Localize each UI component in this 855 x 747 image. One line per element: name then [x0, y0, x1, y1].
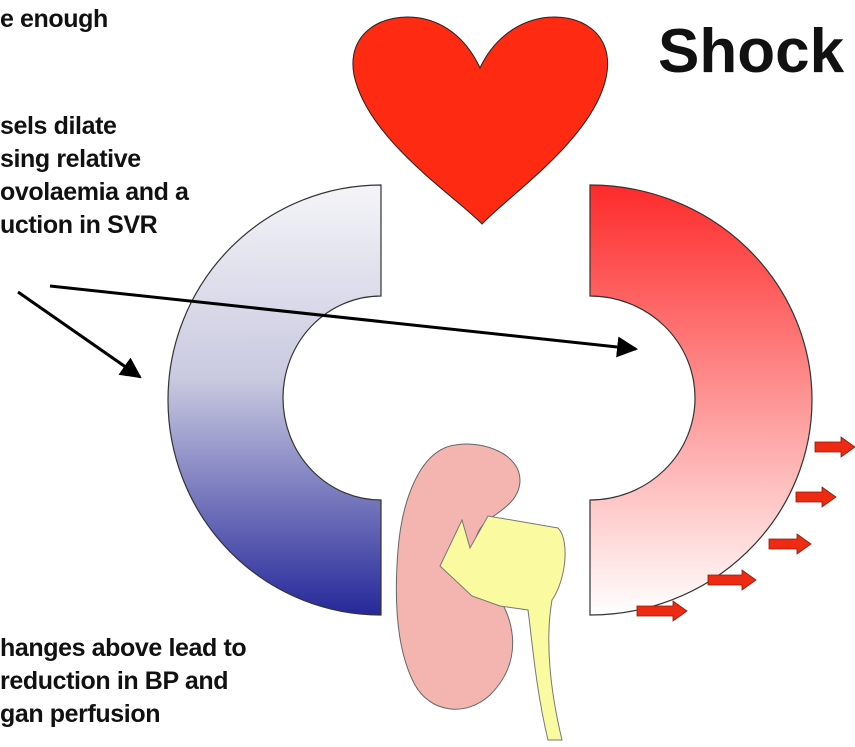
arterial-vessel-arc	[590, 185, 812, 615]
pointer-arrow-to-venous	[18, 292, 140, 377]
venous-vessel-arc	[168, 185, 381, 615]
arrow-icon	[796, 487, 836, 507]
heart-icon	[353, 17, 608, 224]
arrow-icon	[769, 534, 811, 554]
arrow-icon	[815, 437, 855, 457]
